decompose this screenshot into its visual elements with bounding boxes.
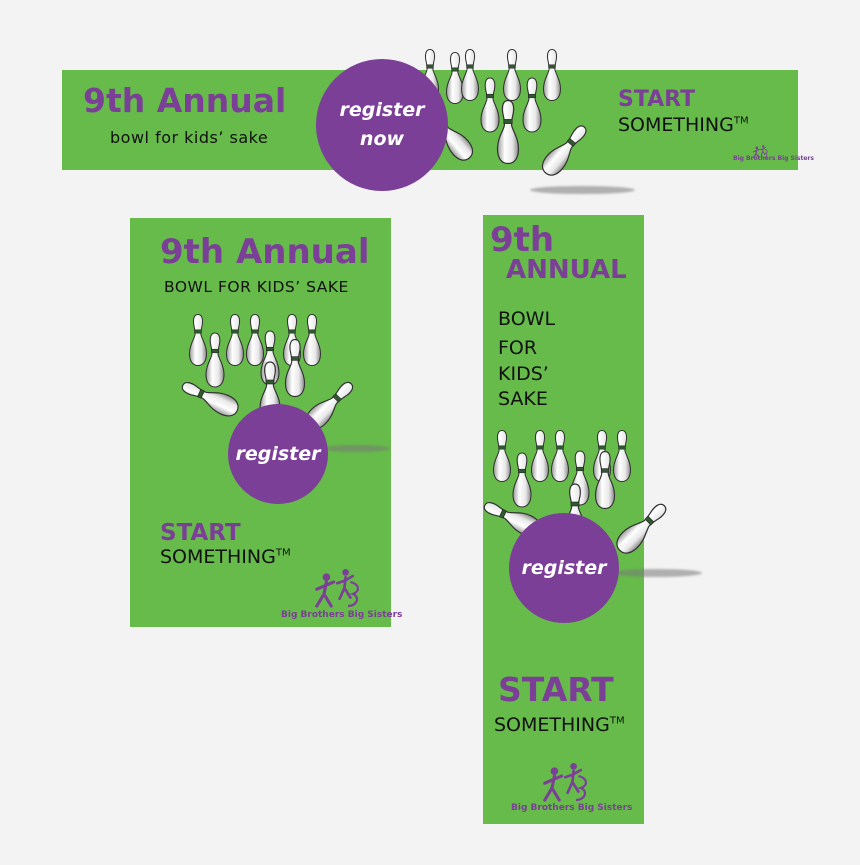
register-now-line1: register [339, 98, 425, 121]
leaderboard-org-name: Big Brothers Big Sisters [733, 155, 814, 162]
bbbs-logo-icon [315, 567, 360, 608]
pin-shadow [322, 445, 390, 452]
bbbs-logo-icon [543, 761, 588, 802]
skyscraper-body-line2: FOR [498, 337, 538, 359]
leaderboard-subtitle: bowl for kids’ sake [110, 128, 269, 147]
trademark: TM [609, 715, 625, 727]
slogan-text: SOMETHING [160, 546, 276, 568]
leaderboard-title: 9th Annual [83, 81, 287, 120]
trademark: TM [733, 115, 749, 127]
slogan-text: SOMETHING [494, 714, 610, 736]
rectangle-org-name: Big Brothers Big Sisters [281, 610, 403, 620]
trademark: TM [275, 547, 291, 559]
pin-shadow [612, 569, 702, 577]
register-now-line2: now [359, 128, 405, 150]
skyscraper-title-line2: ANNUAL [506, 255, 627, 285]
slogan-text: SOMETHING [618, 114, 734, 136]
register-label: register [235, 443, 321, 465]
register-label: register [521, 557, 607, 579]
skyscraper-slogan-start: START [498, 670, 614, 709]
skyscraper-slogan-something: SOMETHINGTM [494, 714, 625, 736]
rectangle-register-button[interactable]: register [228, 404, 328, 504]
skyscraper-body-line1: BOWL [498, 308, 556, 330]
leaderboard-slogan-something: SOMETHINGTM [618, 114, 749, 136]
pin-shadow [530, 186, 635, 194]
rectangle-subtitle: BOWL FOR KIDS’ SAKE [164, 278, 349, 296]
leaderboard-slogan-start: START [618, 87, 696, 112]
skyscraper-body-line4: SAKE [498, 388, 548, 410]
skyscraper-register-button[interactable]: register [509, 513, 619, 623]
skyscraper-title-line1: 9th [490, 220, 555, 260]
skyscraper-org-name: Big Brothers Big Sisters [511, 803, 633, 813]
rectangle-slogan-something: SOMETHINGTM [160, 546, 291, 568]
register-now-button[interactable]: register now [316, 59, 448, 191]
rectangle-title: 9th Annual [160, 232, 370, 272]
skyscraper-body-line3: KIDS’ [498, 363, 549, 385]
rectangle-slogan-start: START [160, 520, 241, 546]
